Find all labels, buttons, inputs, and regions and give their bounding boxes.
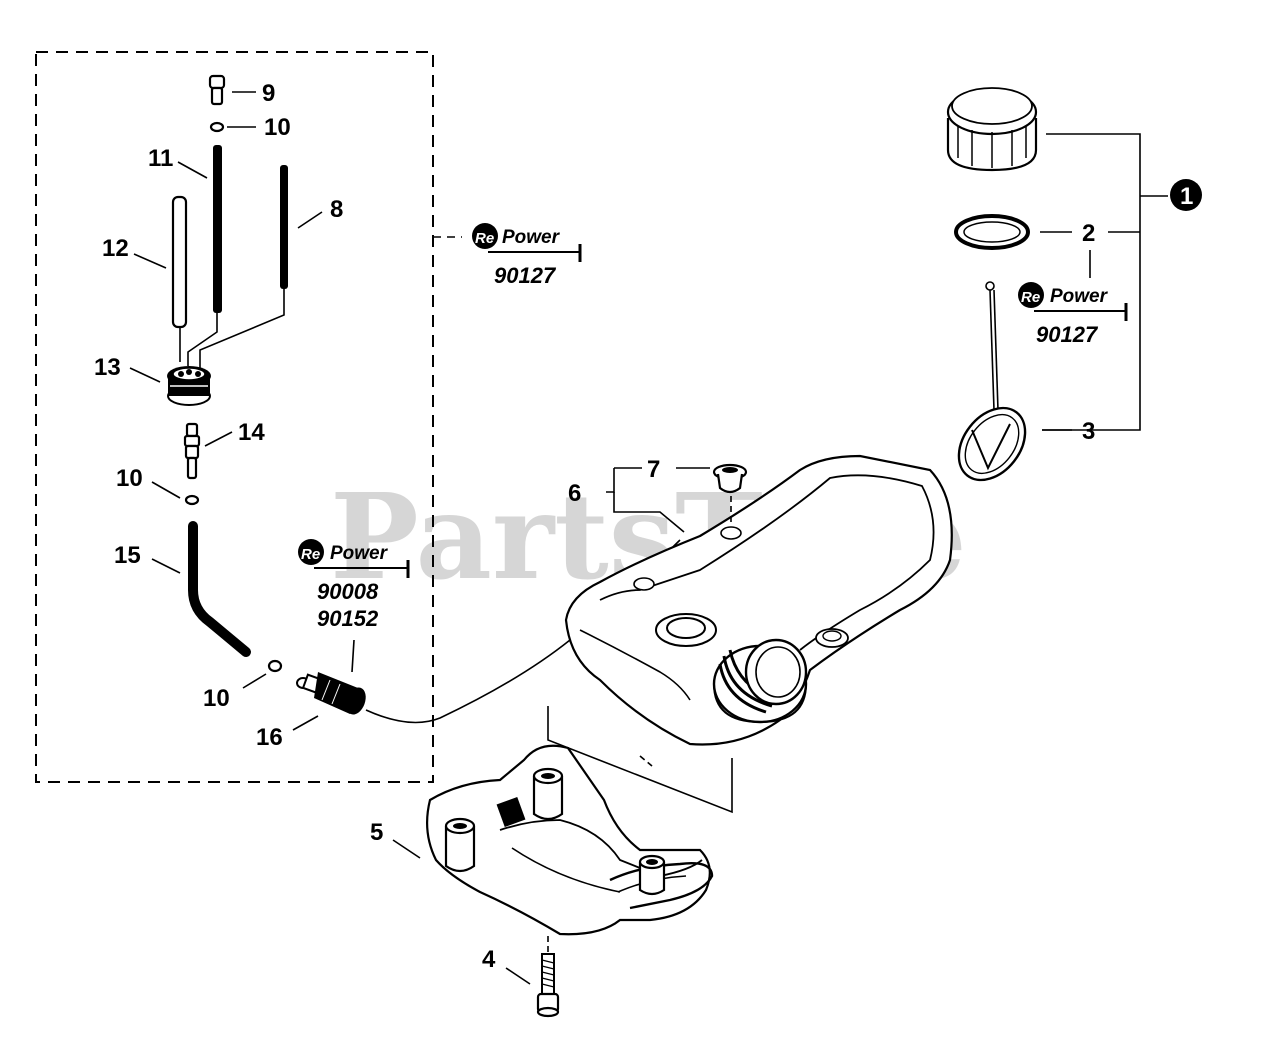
part-10-oring-middle bbox=[184, 494, 200, 506]
leader-8 bbox=[297, 211, 323, 229]
part-2-gasket bbox=[954, 214, 1030, 250]
part-5-tank-guard bbox=[425, 744, 714, 936]
callout-6: 6 bbox=[568, 480, 581, 507]
part-6-fuel-tank bbox=[564, 454, 953, 746]
part-16-fuel-filter bbox=[296, 672, 366, 715]
part-14-fitting bbox=[183, 422, 201, 480]
leader-13 bbox=[129, 367, 161, 383]
part-10-oring-bottom bbox=[267, 659, 283, 673]
leader-10-middle bbox=[151, 481, 181, 499]
callout-5: 5 bbox=[370, 819, 383, 846]
callout-2: 2 bbox=[1082, 220, 1095, 247]
part-fuel-cap bbox=[946, 87, 1038, 172]
part-8-fuel-line bbox=[280, 165, 288, 289]
part-11-fuel-line bbox=[213, 145, 222, 313]
callout-15: 15 bbox=[114, 542, 141, 569]
repower-code-filter-1: 90008 bbox=[317, 579, 379, 604]
repower-code-filter-2: 90152 bbox=[317, 606, 379, 631]
repower-badge-cap: Re Power 90127 bbox=[1018, 282, 1128, 347]
callout-10-top: 10 bbox=[264, 114, 291, 141]
line-8-to-grommet bbox=[199, 289, 285, 368]
group-1-bracket bbox=[1042, 133, 1141, 431]
repower-badge-filter: Re Power 90008 90152 bbox=[298, 539, 410, 631]
leader-16 bbox=[292, 715, 319, 731]
part-3-tether-filter bbox=[957, 281, 1027, 482]
callout-4: 4 bbox=[482, 946, 496, 973]
leader-14 bbox=[204, 431, 233, 447]
repower-re-cap: Re bbox=[1021, 289, 1040, 306]
repower-word-kit: Power bbox=[502, 227, 561, 248]
part-13-grommet bbox=[167, 366, 211, 406]
leader-6 bbox=[613, 492, 685, 533]
leader-4 bbox=[505, 967, 531, 985]
part-4-screw bbox=[536, 953, 560, 1018]
callout-10-middle: 10 bbox=[116, 465, 143, 492]
repower-badge-kit: Re Power 90127 bbox=[472, 223, 582, 288]
repower-word-filter: Power bbox=[330, 543, 389, 564]
leader-11 bbox=[177, 161, 208, 179]
tank-vent-hole bbox=[720, 526, 742, 540]
callout-1: 1 bbox=[1180, 183, 1193, 210]
callout-11: 11 bbox=[148, 145, 173, 172]
callout-1-circle bbox=[1170, 179, 1202, 211]
repower-re-filter: Re bbox=[301, 546, 320, 563]
tank-guard-dashed bbox=[639, 755, 653, 767]
callout-14: 14 bbox=[238, 419, 265, 446]
callout-10-bottom: 10 bbox=[203, 685, 230, 712]
callout-16: 16 bbox=[256, 724, 283, 751]
repower-re-kit: Re bbox=[475, 230, 494, 247]
part-7-vent bbox=[712, 463, 748, 494]
part-15-bent-fuel-line bbox=[188, 521, 251, 657]
tank-guard-assembly-lines bbox=[547, 706, 733, 814]
fuel-line-kit-box bbox=[35, 51, 434, 783]
leader-10-bottom bbox=[242, 673, 267, 689]
part-12-tube bbox=[171, 195, 188, 329]
leader-15 bbox=[151, 558, 181, 574]
callout-7: 7 bbox=[647, 456, 660, 483]
callout-8: 8 bbox=[330, 196, 343, 223]
leader-filter-repower bbox=[351, 639, 355, 673]
callout-9: 9 bbox=[262, 80, 275, 107]
callout-12: 12 bbox=[102, 235, 129, 262]
repower-word-cap: Power bbox=[1050, 286, 1109, 307]
callout-3: 3 bbox=[1082, 418, 1095, 445]
callout-13: 13 bbox=[94, 354, 121, 381]
leader-12 bbox=[133, 253, 167, 269]
line-11-to-grommet bbox=[187, 313, 218, 366]
part-10-oring-top bbox=[209, 121, 225, 133]
part-9-plug bbox=[208, 74, 226, 106]
repower-code-cap: 90127 bbox=[1036, 322, 1099, 347]
repower-code-kit: 90127 bbox=[494, 263, 557, 288]
leader-5 bbox=[392, 839, 421, 859]
